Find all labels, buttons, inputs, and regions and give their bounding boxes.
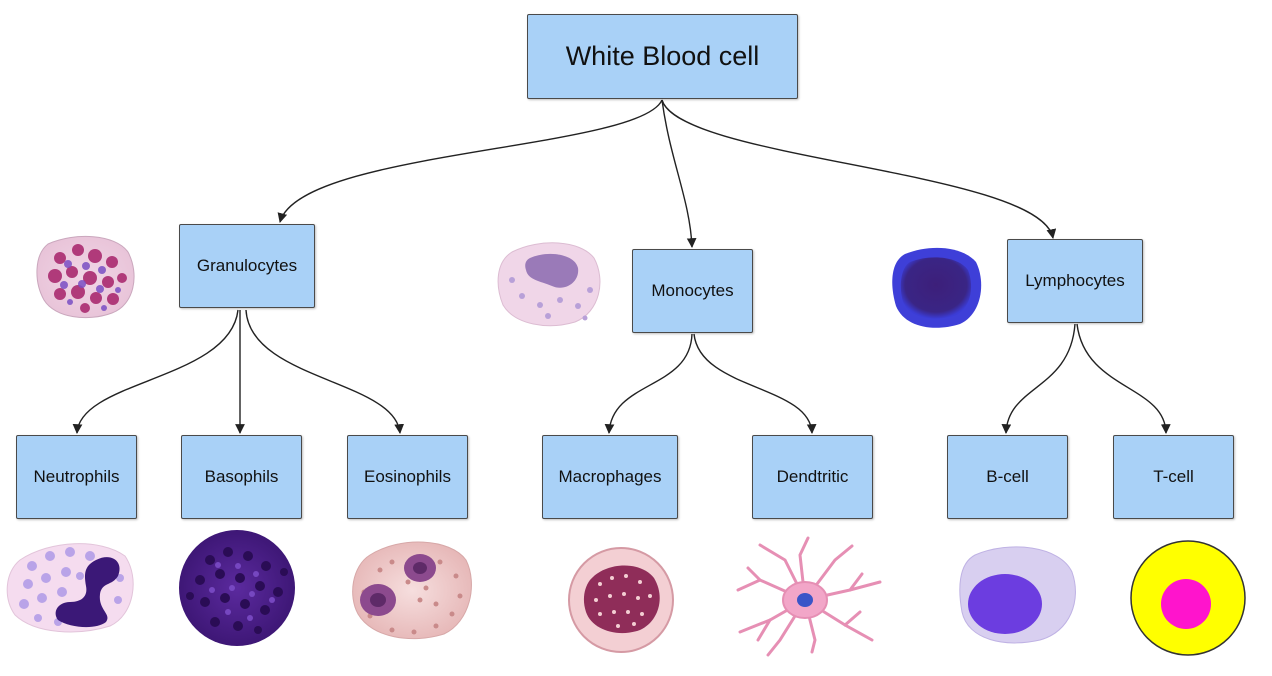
arrow-granulocytes-eosinophils: [245, 309, 405, 434]
node-basophils: Basophils: [181, 435, 302, 519]
arrow-lymphocytes-bcell: [1001, 323, 1076, 434]
macrophage-cell-image: [568, 547, 674, 653]
node-white-blood-cell: White Blood cell: [527, 14, 798, 99]
node-label: Eosinophils: [364, 467, 451, 486]
dendritic-cell-image: [736, 536, 882, 657]
arrow-monocytes-macrophages: [604, 333, 693, 434]
node-dendtritic: Dendtritic: [752, 435, 873, 519]
node-tcell: T-cell: [1113, 435, 1234, 519]
basophil-cell-image: [179, 530, 295, 646]
eosinophil-cell-image: [352, 541, 472, 640]
node-label: Monocytes: [651, 281, 734, 300]
node-label: Granulocytes: [196, 256, 298, 275]
tcell-image: [1130, 540, 1246, 656]
node-label: Macrophages: [558, 467, 662, 486]
node-granulocytes: Granulocytes: [179, 224, 315, 308]
node-label: Basophils: [204, 467, 279, 486]
group-connectors: [72, 309, 1171, 434]
node-label: Lymphocytes: [1025, 271, 1125, 290]
node-monocytes: Monocytes: [632, 249, 753, 333]
arrow-root-granulocytes: [277, 99, 663, 223]
node-lymphocytes: Lymphocytes: [1007, 239, 1143, 323]
node-label: Dendtritic: [776, 467, 849, 486]
arrow-root-lymphocytes: [661, 99, 1057, 239]
node-label: White Blood cell: [565, 41, 760, 71]
node-label: T-cell: [1153, 467, 1194, 486]
monocyte-cell-image: [497, 242, 601, 327]
node-label: Neutrophils: [33, 467, 120, 486]
arrow-monocytes-dendtritic: [693, 333, 817, 434]
node-bcell: B-cell: [947, 435, 1068, 519]
arrow-granulocytes-neutrophils: [72, 309, 239, 434]
granulocyte-cell-image: [36, 235, 135, 319]
root-connectors: [277, 99, 1057, 248]
node-label: B-cell: [986, 467, 1029, 486]
bcell-image: [959, 546, 1076, 644]
node-eosinophils: Eosinophils: [347, 435, 468, 519]
lymphocyte-cell-image: [892, 247, 982, 328]
neutrophil-cell-image: [6, 543, 134, 633]
node-neutrophils: Neutrophils: [16, 435, 137, 519]
node-macrophages: Macrophages: [542, 435, 678, 519]
arrow-lymphocytes-tcell: [1076, 323, 1171, 434]
arrow-root-monocytes: [661, 99, 697, 248]
